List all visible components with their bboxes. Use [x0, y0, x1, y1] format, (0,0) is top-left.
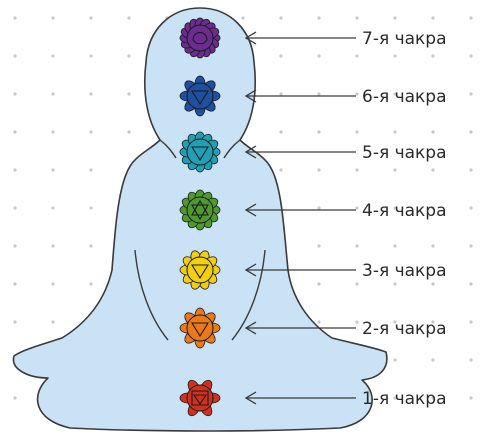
- background-dot: [279, 92, 282, 95]
- background-dot: [469, 320, 472, 323]
- background-dot: [13, 130, 16, 133]
- third-eye-chakra-icon: [180, 76, 220, 116]
- background-dot: [13, 244, 16, 247]
- sacral-chakra-icon: [180, 308, 220, 348]
- chakra-label: 2-я чакра: [362, 319, 447, 339]
- background-dot: [431, 244, 434, 247]
- background-dot: [89, 206, 92, 209]
- background-dot: [51, 206, 54, 209]
- background-dot: [51, 282, 54, 285]
- background-dot: [317, 130, 320, 133]
- background-dot: [431, 282, 434, 285]
- background-dot: [431, 54, 434, 57]
- background-dot: [89, 282, 92, 285]
- background-dot: [13, 320, 16, 323]
- background-dot: [13, 54, 16, 57]
- chakra-label: 4-я чакра: [362, 201, 447, 221]
- background-dot: [127, 16, 130, 19]
- background-dot: [355, 168, 358, 171]
- background-dot: [13, 92, 16, 95]
- background-dot: [51, 92, 54, 95]
- background-dot: [89, 130, 92, 133]
- background-dot: [355, 282, 358, 285]
- crown-chakra-icon: [180, 18, 221, 59]
- background-dot: [51, 320, 54, 323]
- background-dot: [13, 282, 16, 285]
- background-dot: [279, 54, 282, 57]
- background-dot: [469, 168, 472, 171]
- background-dot: [393, 16, 396, 19]
- background-dot: [13, 16, 16, 19]
- chakra-label: 3-я чакра: [362, 261, 447, 281]
- background-dot: [89, 244, 92, 247]
- background-dot: [469, 244, 472, 247]
- background-dot: [13, 396, 16, 399]
- background-dot: [431, 168, 434, 171]
- background-dot: [469, 282, 472, 285]
- background-dot: [89, 16, 92, 19]
- background-dot: [317, 282, 320, 285]
- background-dot: [279, 168, 282, 171]
- background-dot: [355, 54, 358, 57]
- chakra-label: 5-я чакра: [362, 143, 447, 163]
- background-dot: [51, 130, 54, 133]
- background-dot: [317, 206, 320, 209]
- background-dot: [469, 54, 472, 57]
- background-dot: [469, 130, 472, 133]
- background-dot: [51, 54, 54, 57]
- background-dot: [241, 16, 244, 19]
- background-dot: [469, 16, 472, 19]
- background-dot: [89, 54, 92, 57]
- background-dot: [89, 92, 92, 95]
- background-dot: [431, 16, 434, 19]
- chakra-label: 6-я чакра: [362, 87, 447, 107]
- background-dot: [317, 168, 320, 171]
- background-dot: [51, 16, 54, 19]
- background-dot: [317, 92, 320, 95]
- background-dot: [431, 358, 434, 361]
- background-dot: [393, 54, 396, 57]
- background-dot: [127, 130, 130, 133]
- background-dot: [51, 168, 54, 171]
- background-dot: [317, 16, 320, 19]
- background-dot: [13, 206, 16, 209]
- background-dot: [393, 168, 396, 171]
- background-dot: [51, 244, 54, 247]
- background-dot: [89, 168, 92, 171]
- background-dot: [127, 92, 130, 95]
- background-dot: [355, 16, 358, 19]
- background-dot: [469, 358, 472, 361]
- background-dot: [355, 320, 358, 323]
- background-dot: [13, 168, 16, 171]
- background-dot: [393, 130, 396, 133]
- background-dot: [431, 130, 434, 133]
- background-dot: [317, 54, 320, 57]
- chakra-label: 7-я чакра: [362, 29, 447, 49]
- background-dot: [355, 130, 358, 133]
- background-dot: [469, 206, 472, 209]
- background-dot: [393, 358, 396, 361]
- background-dot: [393, 244, 396, 247]
- background-dot: [355, 206, 358, 209]
- background-dot: [317, 320, 320, 323]
- background-dot: [469, 92, 472, 95]
- background-dot: [279, 16, 282, 19]
- background-dot: [393, 282, 396, 285]
- background-dot: [355, 92, 358, 95]
- chakra-label: 1-я чакра: [362, 389, 447, 409]
- background-dot: [317, 244, 320, 247]
- background-dot: [127, 54, 130, 57]
- background-dot: [355, 244, 358, 247]
- background-dot: [279, 130, 282, 133]
- background-dot: [469, 396, 472, 399]
